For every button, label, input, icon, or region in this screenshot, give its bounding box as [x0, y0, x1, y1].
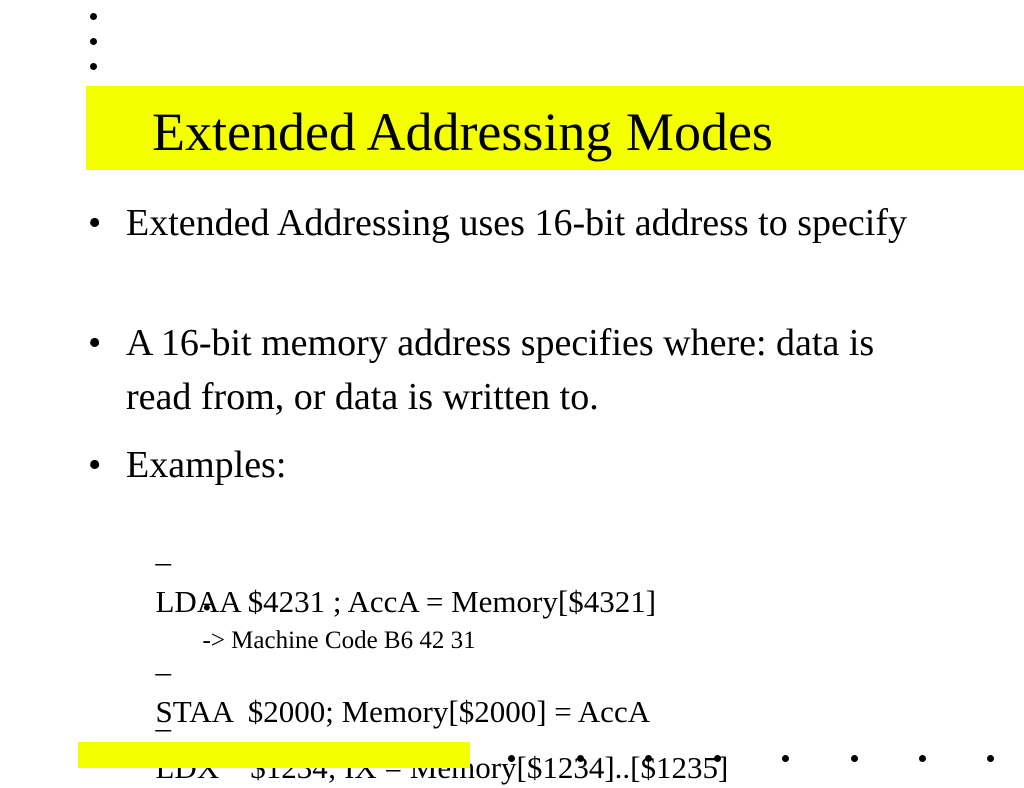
decorative-dot — [851, 755, 858, 762]
machine-code-text: -> Machine Code B6 42 31 — [202, 627, 476, 654]
title-highlight-band — [86, 86, 1024, 170]
example-item: – STAA $2000; Memory[$2000] = AccA — [140, 612, 651, 732]
slide-title: Extended Addressing Modes — [152, 102, 773, 162]
example-item: – LDX $1234; IX = Memory[$1234]..[$1235] — [140, 668, 729, 788]
decorative-dot — [90, 13, 97, 20]
bullet-text: Examples: — [126, 444, 287, 486]
decorative-dot — [90, 63, 97, 70]
sub-bullet-marker: – — [155, 544, 172, 579]
decorative-dot — [90, 38, 97, 45]
bullet-text: A 16-bit memory address specifies where:… — [126, 322, 875, 418]
example-text: STAA $2000; Memory[$2000] = AccA — [155, 694, 651, 729]
decorative-dot — [577, 755, 584, 762]
footer-highlight-band — [78, 742, 470, 768]
bullet-marker: • — [88, 444, 102, 486]
example-text: LDAA $4231 ; AccA = Memory[$4321] — [155, 584, 657, 619]
decorative-dot — [714, 755, 721, 762]
decorative-dot — [987, 755, 994, 762]
sub-sub-bullet-marker: • — [202, 595, 212, 622]
decorative-dot — [645, 755, 652, 762]
sub-bullet-marker: – — [155, 710, 172, 745]
example-subitem: • -> Machine Code B6 42 31 — [190, 561, 476, 657]
sub-bullet-marker: – — [155, 654, 172, 689]
example-item: – LDAA $4231 ; AccA = Memory[$4321] — [140, 502, 657, 622]
decorative-dot — [782, 755, 789, 762]
bullet-marker: • — [88, 322, 102, 364]
decorative-dot — [508, 755, 515, 762]
bullet-text: Extended Addressing uses 16-bit address … — [126, 202, 907, 244]
bullet-marker: • — [88, 202, 102, 244]
decorative-dot — [919, 755, 926, 762]
